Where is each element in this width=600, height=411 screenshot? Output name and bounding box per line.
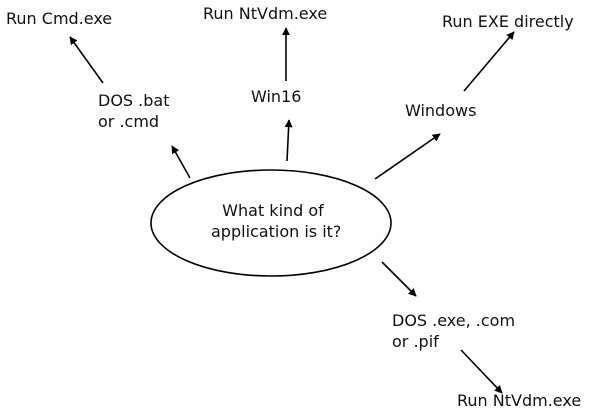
branch-label-line: or .cmd <box>98 112 160 131</box>
arrow-to-win16 <box>284 119 293 162</box>
branch-label-dos-batch: DOS .bat or .cmd <box>98 90 169 132</box>
action-run-cmd: Run Cmd.exe <box>6 9 113 28</box>
arrow-to-run-ntvdm-bottom <box>460 349 503 394</box>
action-run-exe-directly: Run EXE directly <box>442 12 574 31</box>
branch-label-line: Win16 <box>251 87 302 106</box>
branch-label-dos-exe: DOS .exe, .com or .pif <box>392 310 515 352</box>
branch-label-line: DOS .bat <box>98 91 170 110</box>
arrow-to-dos-batch <box>171 145 191 179</box>
branch-label-line: or .pif <box>392 332 439 351</box>
branch-label-line: Windows <box>405 101 477 120</box>
arrow-to-dos-exe <box>381 261 417 297</box>
arrow-to-run-exe-directly <box>463 31 515 92</box>
arrow-to-windows <box>374 133 441 180</box>
action-run-ntvdm-bottom: Run NtVdm.exe <box>457 391 582 410</box>
decision-line-1: What kind of <box>222 201 324 220</box>
decision-ellipse <box>150 169 392 277</box>
arrow-to-run-cmd <box>69 36 104 84</box>
action-run-ntvdm-top: Run NtVdm.exe <box>203 4 328 23</box>
branch-label-line: DOS .exe, .com <box>392 311 516 330</box>
decision-line-2: application is it? <box>211 222 342 241</box>
branch-label-win16: Win16 <box>251 86 301 107</box>
branch-label-windows: Windows <box>405 100 476 121</box>
decision-question: What kind of application is it? <box>211 200 342 242</box>
